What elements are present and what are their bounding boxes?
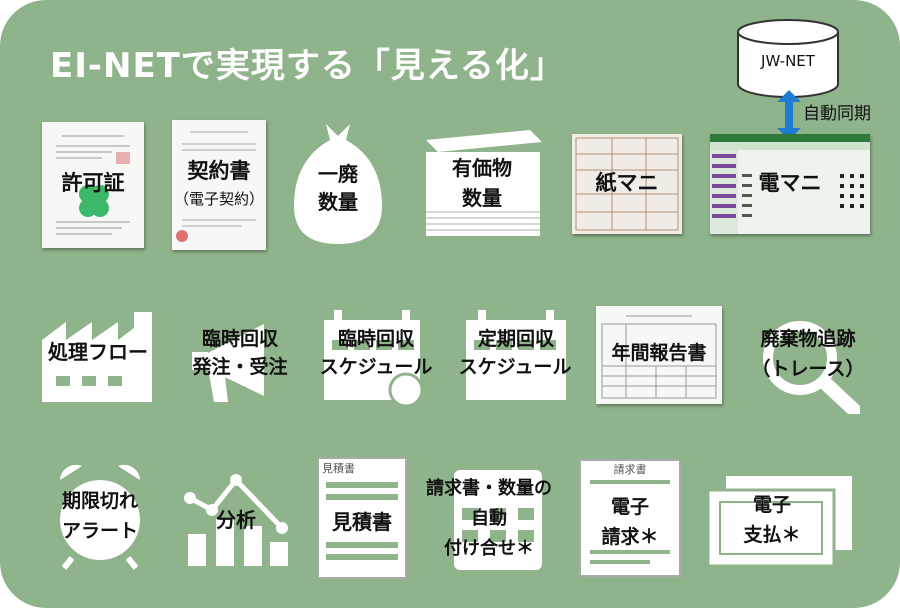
analysis-chart-icon	[184, 474, 288, 566]
paper-manifest-label: 紙マニ	[595, 171, 659, 195]
invoice-header: 請求書	[613, 463, 647, 476]
calendar-icon	[466, 310, 566, 400]
contract-sublabel: （電子契約）	[173, 190, 264, 208]
waste-bag-icon	[294, 124, 382, 244]
adhoc-schedule-label-2: スケジュール	[319, 356, 433, 378]
trace-label-2: （トレース）	[751, 358, 865, 380]
invoice-doc-icon	[579, 459, 681, 577]
database-label: JW-NET	[761, 52, 815, 70]
page-title: EI-NETで実現する「見える化」	[50, 46, 565, 86]
e-manifest-label: 電マニ	[758, 171, 822, 195]
invoice-matching-label-1: 請求書・数量の	[426, 478, 552, 499]
e-payment-label-2: 支払＊	[743, 524, 801, 546]
contract-document	[172, 120, 266, 250]
annual-report-label: 年間報告書	[611, 342, 707, 364]
megaphone-icon	[192, 324, 264, 402]
calculator-icon	[454, 470, 542, 570]
annual-report-document	[596, 306, 722, 404]
expiry-alert-label-1: 期限切れ	[61, 490, 138, 512]
e-manifest-icon	[710, 134, 870, 234]
expiry-alert-label-2: アラート	[61, 520, 138, 542]
factory-icon	[42, 312, 152, 402]
estimate-label: 見積書	[332, 510, 392, 534]
adhoc-order-label-1: 臨時回収	[201, 328, 278, 350]
valuables-label-2: 数量	[462, 186, 502, 210]
general-waste-label-1: 一廃	[318, 162, 358, 186]
sync-label: 自動同期	[803, 104, 871, 124]
invoice-matching-label-2: 自動	[471, 508, 507, 529]
paper-manifest-icon	[575, 137, 679, 231]
regular-schedule-label-1: 定期回収	[477, 328, 554, 350]
sync-arrow-icon	[777, 90, 801, 140]
paper-stack-icon	[426, 130, 542, 236]
adhoc-schedule-label-1: 臨時回収	[337, 328, 414, 350]
adhoc-order-label-2: 発注・受注	[192, 356, 288, 378]
magnifier-icon	[763, 321, 860, 414]
estimate-doc-icon	[317, 457, 407, 579]
process-flow-label: 処理フロー	[48, 340, 148, 364]
contract-label: 契約書	[187, 159, 251, 183]
estimate-header: 見積書	[322, 462, 355, 475]
alarm-clock-icon	[60, 464, 140, 570]
general-waste-label-2: 数量	[318, 190, 358, 214]
permit-icon	[56, 135, 130, 235]
regular-schedule-label-2: スケジュール	[458, 356, 572, 378]
permit-label: 許可証	[61, 171, 125, 195]
permit-document	[42, 122, 144, 248]
valuables-label-1: 有価物	[452, 156, 512, 180]
annual-report-icon	[601, 315, 717, 399]
e-invoice-label-1: 電子	[610, 496, 649, 518]
paper-manifest-document	[572, 134, 682, 234]
e-invoice-label-2: 請求＊	[601, 526, 659, 548]
contract-icon	[176, 131, 256, 242]
calendar-clock-icon	[324, 310, 424, 406]
invoice-matching-label-3: 付け合せ＊	[444, 538, 534, 559]
trace-label-1: 廃棄物追跡	[760, 328, 856, 350]
e-payment-label-1: 電子	[752, 494, 791, 516]
e-manifest-screen	[710, 134, 870, 234]
banknote-icon	[706, 476, 852, 568]
analysis-label: 分析	[216, 508, 256, 532]
